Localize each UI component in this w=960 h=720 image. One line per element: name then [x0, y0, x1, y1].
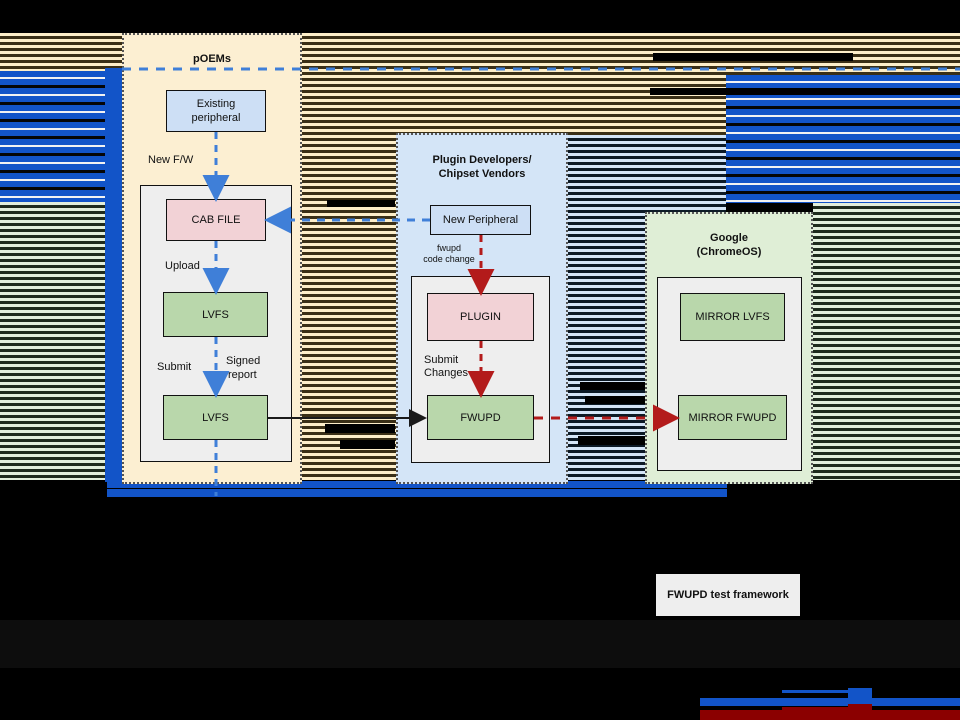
glitch-band-blue-left: [0, 71, 122, 202]
edge-label-upload: Upload: [165, 260, 200, 272]
edge-label-fwupd-code-change-line2: code change: [423, 254, 475, 264]
edge-label-submit-changes-line2: Changes: [424, 367, 469, 379]
node-fwupd-label: FWUPD: [460, 411, 501, 424]
node-lvfs-upper[interactable]: LVFS: [163, 292, 268, 337]
glitch-bar-4: [325, 424, 395, 433]
node-test-framework-label: FWUPD test framework: [667, 589, 789, 601]
glitch-bar-7: [585, 396, 685, 404]
edge-label-submit: Submit: [157, 361, 192, 373]
glitch-bar-8: [578, 436, 683, 445]
edge-label-signed-report-line2: report: [228, 369, 257, 381]
node-mirror-fwupd-label: MIRROR FWUPD: [688, 411, 777, 424]
glitch-band-bottom-black: [0, 497, 960, 720]
node-lvfs-upper-label: LVFS: [202, 308, 229, 321]
panel-plugin-title-line2: Chipset Vendors: [438, 168, 526, 180]
glitch-bar-red-bottom-wide: [700, 710, 960, 720]
node-new-peripheral-label: New Peripheral: [442, 214, 519, 226]
node-lvfs-lower-label: LVFS: [202, 411, 229, 424]
edge-label-fwupd-code-change-line1: fwupd: [436, 243, 462, 253]
glitch-bar-5: [340, 440, 395, 449]
node-mirror-lvfs-label: MIRROR LVFS: [695, 311, 770, 323]
glitch-bar-blue-bottom-wide: [700, 698, 960, 706]
node-new-peripheral[interactable]: New Peripheral: [430, 205, 531, 235]
panel-google-title-line2: (ChromeOS): [696, 246, 762, 258]
node-test-framework[interactable]: FWUPD test framework: [656, 574, 800, 616]
glitch-band-blue-right: [726, 75, 960, 203]
node-mirror-fwupd[interactable]: MIRROR FWUPD: [678, 395, 787, 440]
node-plugin[interactable]: PLUGIN: [427, 293, 534, 341]
node-plugin-label: PLUGIN: [460, 311, 501, 323]
panel-google-title-line1: Google: [710, 232, 748, 244]
glitch-bar-3: [327, 200, 395, 207]
glitch-bar-red-bottom-thin: [782, 707, 870, 710]
panel-poems-title: pOEMs: [193, 53, 231, 65]
node-cab-file[interactable]: CAB FILE: [166, 199, 266, 241]
glitch-band-cream-left: [0, 33, 122, 71]
node-mirror-lvfs[interactable]: MIRROR LVFS: [680, 293, 785, 341]
glitch-vertical-blue-band: [105, 68, 125, 482]
glitch-bar-blue-bottom-thin: [782, 690, 870, 693]
node-fwupd[interactable]: FWUPD: [427, 395, 534, 440]
node-existing-peripheral-line1: Existing: [196, 98, 236, 110]
glitch-bar-blue-bottom-square: [848, 688, 872, 700]
panel-plugin-title-line1: Plugin Developers/: [432, 154, 532, 166]
edge-label-signed-report-line1: Signed: [226, 355, 261, 367]
glitch-band-bottom-charcoal: [0, 620, 960, 668]
glitch-bar-2: [650, 88, 960, 95]
node-lvfs-lower[interactable]: LVFS: [163, 395, 268, 440]
node-cab-file-label: CAB FILE: [191, 214, 241, 226]
glitch-bar-blue-wide-1: [107, 481, 727, 488]
node-existing-peripheral-line2: peripheral: [191, 112, 241, 124]
node-existing-peripheral[interactable]: Existing peripheral: [166, 90, 266, 132]
glitch-band-cream-upperright: [568, 75, 726, 135]
glitch-band-top-black: [0, 0, 960, 33]
edge-label-new-fw: New F/W: [148, 154, 194, 166]
glitch-band-green-left: [0, 202, 122, 480]
glitch-band-cream-right-top: [302, 33, 960, 75]
glitch-bar-6: [580, 382, 685, 390]
glitch-band-green-right: [813, 203, 960, 480]
glitch-bar-1: [653, 53, 853, 61]
edge-label-submit-changes-line1: Submit: [424, 354, 459, 366]
glitch-bar-blue-wide-2: [107, 489, 727, 497]
